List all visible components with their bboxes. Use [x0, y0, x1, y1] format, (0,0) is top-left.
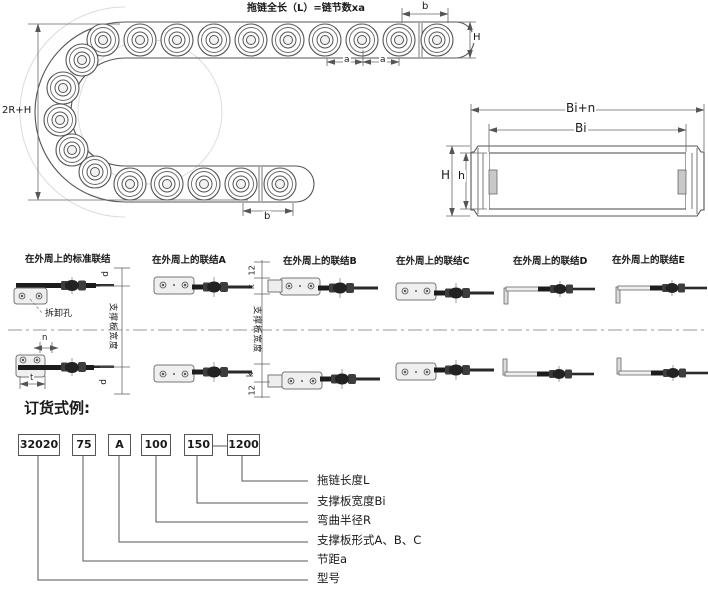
- dim-label-a-2: a: [379, 55, 387, 66]
- bracket-a-bottom: [153, 361, 253, 383]
- dim-label-d-bottom: d: [98, 379, 109, 385]
- connection-title-standard: 在外周上的标准联结: [25, 254, 111, 265]
- bracket-a-top: [153, 276, 253, 298]
- bracket-c-bottom: [395, 359, 495, 381]
- bracket-standard-bottom: [15, 354, 114, 378]
- order-label-model: 型号: [317, 571, 340, 585]
- dim-label-k-bottom: k: [245, 372, 256, 378]
- bracket-b-top: [279, 277, 379, 299]
- bracket-b-step-top: [267, 279, 283, 293]
- standard-dimension-lines: [19, 267, 130, 395]
- dim-label-a-1: a: [343, 55, 351, 66]
- order-code-pitch: 75: [72, 434, 96, 456]
- connection-title-e: 在外周上的联结E: [612, 255, 685, 266]
- order-leader-lines: [37, 445, 308, 581]
- bracket-d-bottom: [502, 358, 595, 383]
- order-label-plate-width: 支撑板宽度Bi: [317, 494, 386, 508]
- support-plate-width-label-b: 支撑板宽度: [251, 305, 262, 354]
- connection-title-c: 在外周上的联结C: [396, 256, 470, 267]
- dim-label-k-top: k: [246, 284, 257, 290]
- bracket-e-bottom: [616, 357, 708, 382]
- chain-total-length-title: 拖链全长（L）=链节数xa: [247, 3, 365, 14]
- order-code-model: 32020: [18, 434, 60, 456]
- order-code-plate-type: A: [108, 434, 131, 456]
- order-label-chain-length: 拖链长度L: [317, 473, 370, 487]
- dim-label-2r-plus-h: 2R+H: [2, 105, 32, 116]
- order-code-length: 1200: [227, 434, 260, 456]
- bracket-d-top: [503, 280, 596, 305]
- dim-label-b-bottom: b: [263, 211, 272, 222]
- removal-hole-label: 拆卸孔: [45, 309, 73, 319]
- bracket-e-top: [615, 279, 708, 304]
- dim-label-n: n: [42, 333, 48, 343]
- cross-section-drawing: [470, 145, 705, 217]
- dim-label-d-top: d: [100, 271, 111, 277]
- order-label-bend-radius: 弯曲半径R: [317, 513, 371, 527]
- bracket-standard-top: [13, 277, 114, 305]
- order-label-plate-type: 支撑板形式A、B、C: [317, 533, 422, 547]
- dim-label-bi: Bi: [574, 121, 588, 136]
- connection-diagrams: [8, 260, 708, 398]
- order-label-pitch: 节距a: [317, 552, 348, 566]
- bracket-b-bottom: [281, 368, 381, 390]
- dim-label-bi-plus-n: Bi+n: [565, 101, 597, 116]
- support-plate-width-label-standard: 支撑板宽度: [107, 302, 118, 351]
- connection-title-b: 在外周上的联结B: [283, 256, 357, 267]
- bracket-b-step-bottom: [267, 374, 283, 388]
- order-code-plate-width: 150: [184, 434, 213, 456]
- dim-label-b-top: b: [421, 1, 430, 12]
- chain-bend-drawing: [19, 6, 475, 218]
- dim-label-t: t: [29, 373, 35, 384]
- bracket-c-top: [395, 282, 495, 304]
- order-example-heading: 订货式例:: [24, 399, 90, 417]
- connection-title-d: 在外周上的联结D: [513, 256, 588, 267]
- order-code-bend-radius: 100: [141, 434, 171, 456]
- dim-label-h-inner: h: [457, 169, 466, 183]
- dim-label-12-bottom: 12: [247, 385, 257, 396]
- type-b-dimension-lines: [254, 260, 270, 398]
- connection-title-a: 在外周上的联结A: [152, 255, 226, 266]
- dim-label-12-top: 12: [247, 265, 257, 276]
- dim-label-h-outer: H: [440, 168, 452, 183]
- dim-label-h-chain: H: [472, 32, 482, 43]
